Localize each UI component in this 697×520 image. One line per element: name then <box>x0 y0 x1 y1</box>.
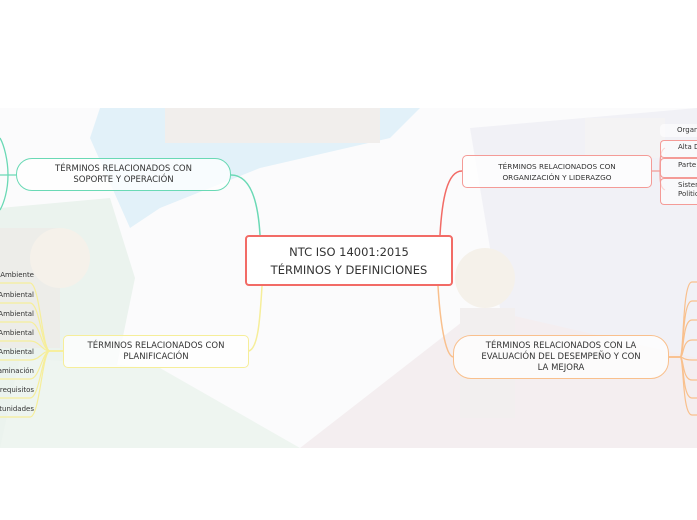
subtopic-label: Organ <box>677 126 697 134</box>
central-title-line1: NTC ISO 14001:2015 <box>289 244 409 259</box>
subtopic-label: Sisten Politic <box>678 181 697 198</box>
topic-soporte-operacion[interactable]: TÉRMINOS RELACIONADOS CON SOPORTE Y OPER… <box>16 158 231 191</box>
subtopic-planificacion[interactable]: Ambiente <box>0 271 34 279</box>
topic-organizacion-liderazgo[interactable]: TÉRMINOS RELACIONADOS CON ORGANIZACIÓN Y… <box>462 155 652 188</box>
subtopic-planificacion[interactable]: Ambiental <box>0 310 34 318</box>
subtopic-partes-interesadas[interactable]: Parte <box>660 158 697 178</box>
topic-label-line1: TÉRMINOS RELACIONADOS CON LA <box>485 340 637 351</box>
topic-label-line1: TÉRMINOS RELACIONADOS CON <box>55 163 192 174</box>
subtopic-sistema-politica[interactable]: Sisten Politic <box>660 178 697 205</box>
subtopic-planificacion[interactable]: requisitos <box>0 386 34 394</box>
subtopic-organizacion[interactable]: Organ <box>660 124 697 137</box>
subtopic-alta-direccion[interactable]: Alta D <box>660 140 697 158</box>
topic-label-line2: ORGANIZACIÓN Y LIDERAZGO <box>502 172 612 182</box>
subtopic-planificacion[interactable]: Ambiental <box>0 329 34 337</box>
connector-evaluacion <box>437 285 454 358</box>
connector-soporte <box>230 174 261 236</box>
topic-label-line1: TÉRMINOS RELACIONADOS CON <box>87 340 225 351</box>
central-topic[interactable]: NTC ISO 14001:2015 TÉRMINOS Y DEFINICION… <box>245 235 453 286</box>
topic-label-line3: LA MEJORA <box>537 362 585 373</box>
subtopic-planificacion[interactable]: tunidades <box>0 405 34 413</box>
connector-planificacion-leaf <box>0 350 63 418</box>
connector-evaluacion-leaf <box>669 356 697 416</box>
topic-label-line1: TÉRMINOS RELACIONADOS CON <box>498 161 616 171</box>
topic-label-line2: PLANIFICACIÓN <box>123 351 189 362</box>
topic-evaluacion-desempeno[interactable]: TÉRMINOS RELACIONADOS CON LA EVALUACIÓN … <box>453 335 669 379</box>
central-title-line2: TÉRMINOS Y DEFINICIONES <box>270 262 428 277</box>
topic-label-line2: EVALUACIÓN DEL DESEMPEÑO Y CON <box>481 351 641 362</box>
subtopic-label: Parte <box>678 161 697 169</box>
topic-label-line2: SOPORTE Y OPERACIÓN <box>73 174 174 185</box>
subtopic-planificacion[interactable]: aminación <box>0 367 34 375</box>
connector-organizacion <box>439 170 463 236</box>
connector-planificacion <box>248 285 263 352</box>
subtopic-planificacion[interactable]: Ambiental <box>0 348 34 356</box>
connector-soporte-left <box>0 137 16 211</box>
subtopic-label: Alta D <box>678 143 697 151</box>
subtopic-planificacion[interactable]: Ambiental <box>0 291 34 299</box>
topic-planificacion[interactable]: TÉRMINOS RELACIONADOS CON PLANIFICACIÓN <box>63 335 249 368</box>
